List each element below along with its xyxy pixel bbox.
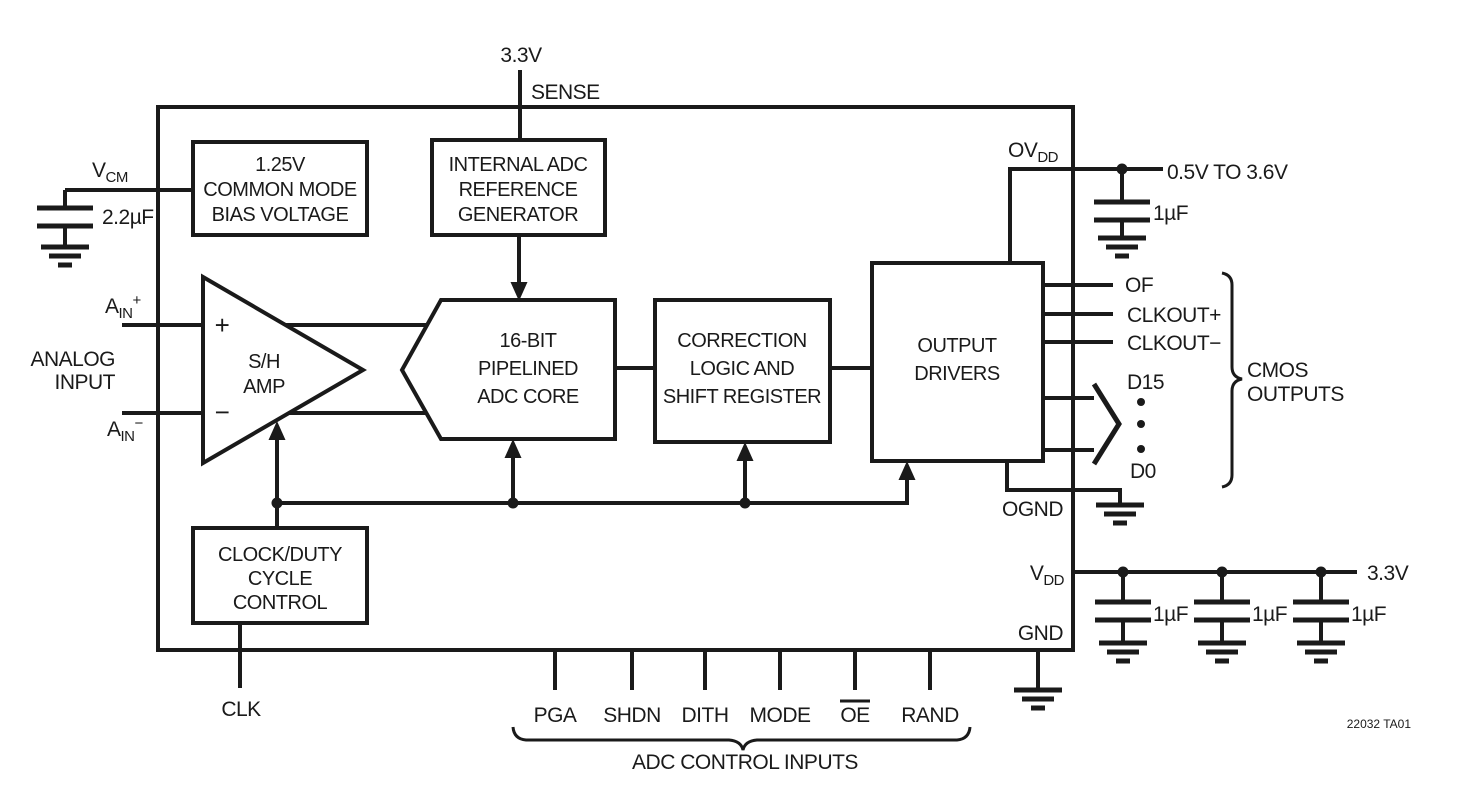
shdn-pin-label: SHDN (603, 704, 661, 727)
common-mode-line2: COMMON MODE (203, 179, 357, 201)
rand-pin-label: RAND (901, 704, 959, 727)
sense-pin-label: SENSE (531, 81, 600, 104)
ain-plus-pin-label: AIN+ (105, 292, 142, 322)
of-pin-label: OF (1125, 274, 1153, 297)
cmos-outputs-line2: OUTPUTS (1247, 383, 1344, 406)
output-pin-wires (1043, 283, 1113, 344)
ovdd-capacitor-icon (1094, 202, 1150, 220)
d15-pin-label: D15 (1127, 371, 1164, 394)
vcm-cap-value: 2.2µF (102, 206, 154, 229)
correction-line3: SHIFT REGISTER (663, 386, 821, 408)
ognd-ground-icon (1096, 505, 1144, 523)
correction-line2: LOGIC AND (690, 358, 794, 380)
input-wires (65, 188, 203, 415)
mode-pin-label: MODE (750, 704, 811, 727)
sh-to-adc-wires (286, 323, 427, 415)
clock-ctrl-line3: CONTROL (233, 592, 328, 614)
correction-line1: CORRECTION (677, 330, 806, 352)
pga-pin-label: PGA (534, 704, 577, 727)
top-supply-label: 3.3V (500, 44, 542, 67)
vcm-pin-label: VCM (92, 159, 128, 186)
ovdd-pin-label: OVDD (1008, 139, 1059, 166)
vcm-ground-icon (41, 247, 89, 265)
common-mode-line3: BIAS VOLTAGE (212, 204, 349, 226)
control-inputs-caption: ADC CONTROL INPUTS (632, 751, 858, 774)
common-mode-block (191, 140, 369, 237)
ref-gen-line1: INTERNAL ADC (449, 154, 588, 176)
vdd-capacitor2-icon (1194, 602, 1250, 620)
data-bus-wires (1043, 396, 1094, 452)
clk-pin-label: CLK (221, 698, 261, 721)
ognd-wire (1005, 461, 1122, 505)
gnd-pin-label: GND (1018, 622, 1064, 645)
sh-amp-line1: S/H (248, 351, 280, 373)
vdd-capacitor1-icon (1095, 602, 1151, 620)
control-inputs-brace (511, 726, 972, 751)
adc-core-block (399, 298, 617, 441)
ref-gen-block (430, 138, 607, 237)
vdd-cap2-value: 1µF (1252, 603, 1287, 626)
clock-ctrl-block (191, 526, 369, 625)
data-bus-arrow (1091, 382, 1122, 466)
ref-gen-line2: REFERENCE (459, 179, 578, 201)
vdd-cap3-value: 1µF (1351, 603, 1386, 626)
cmos-outputs-line1: CMOS (1247, 359, 1308, 382)
d0-pin-label: D0 (1130, 460, 1156, 483)
ovdd-cap-value: 1µF (1153, 202, 1188, 225)
dith-pin-label: DITH (682, 704, 729, 727)
sh-amp-plus: + (215, 310, 230, 340)
vdd-supply-label: 3.3V (1367, 562, 1409, 585)
output-drivers-line1: OUTPUT (917, 335, 997, 357)
ovdd-wire (1008, 167, 1163, 263)
vdd-ground2-icon (1198, 643, 1246, 661)
clkout-plus-pin-label: CLKOUT+ (1127, 304, 1221, 327)
cmos-outputs-brace (1221, 271, 1243, 489)
vcm-capacitor-icon (37, 208, 93, 226)
vdd-pin-label: VDD (1030, 562, 1065, 589)
ognd-pin-label: OGND (1002, 498, 1063, 521)
analog-input-line2: INPUT (55, 371, 116, 394)
clkout-minus-pin-label: CLKOUT− (1127, 332, 1221, 355)
control-pin-stubs (553, 650, 932, 690)
common-mode-line1: 1.25V (255, 154, 306, 176)
sh-amp-minus: − (215, 397, 230, 427)
clock-ctrl-line1: CLOCK/DUTY (218, 544, 342, 566)
clock-ctrl-line2: CYCLE (248, 568, 312, 590)
vdd-ground3-icon (1297, 643, 1345, 661)
oe-pin-label: OE (840, 704, 870, 727)
sh-amp-triangle (201, 273, 367, 467)
vdd-cap-stubs (1121, 572, 1323, 643)
ain-minus-pin-label: AIN− (107, 415, 144, 445)
feedback-bus (275, 430, 909, 528)
ref-gen-line3: GENERATOR (458, 204, 578, 226)
vdd-ground1-icon (1099, 643, 1147, 661)
junction-dots (271, 163, 1327, 578)
adc-core-line3: ADC CORE (477, 386, 579, 408)
vdd-cap1-value: 1µF (1153, 603, 1188, 626)
correction-block (653, 298, 832, 444)
adc-core-line1: 16-BIT (499, 330, 556, 352)
ovdd-range-label: 0.5V TO 3.6V (1167, 161, 1288, 184)
bus-ellipsis-dots (1137, 398, 1145, 453)
output-drivers-line2: DRIVERS (914, 363, 1000, 385)
gnd-ground-icon (1014, 690, 1062, 708)
ovdd-ground-icon (1098, 238, 1146, 256)
analog-input-line1: ANALOG (30, 348, 115, 371)
output-drivers-block (870, 261, 1045, 463)
sh-amp-line2: AMP (243, 376, 285, 398)
adc-core-line2: PIPELINED (478, 358, 578, 380)
figure-note: 22032 TA01 (1347, 717, 1412, 731)
vdd-capacitor3-icon (1293, 602, 1349, 620)
